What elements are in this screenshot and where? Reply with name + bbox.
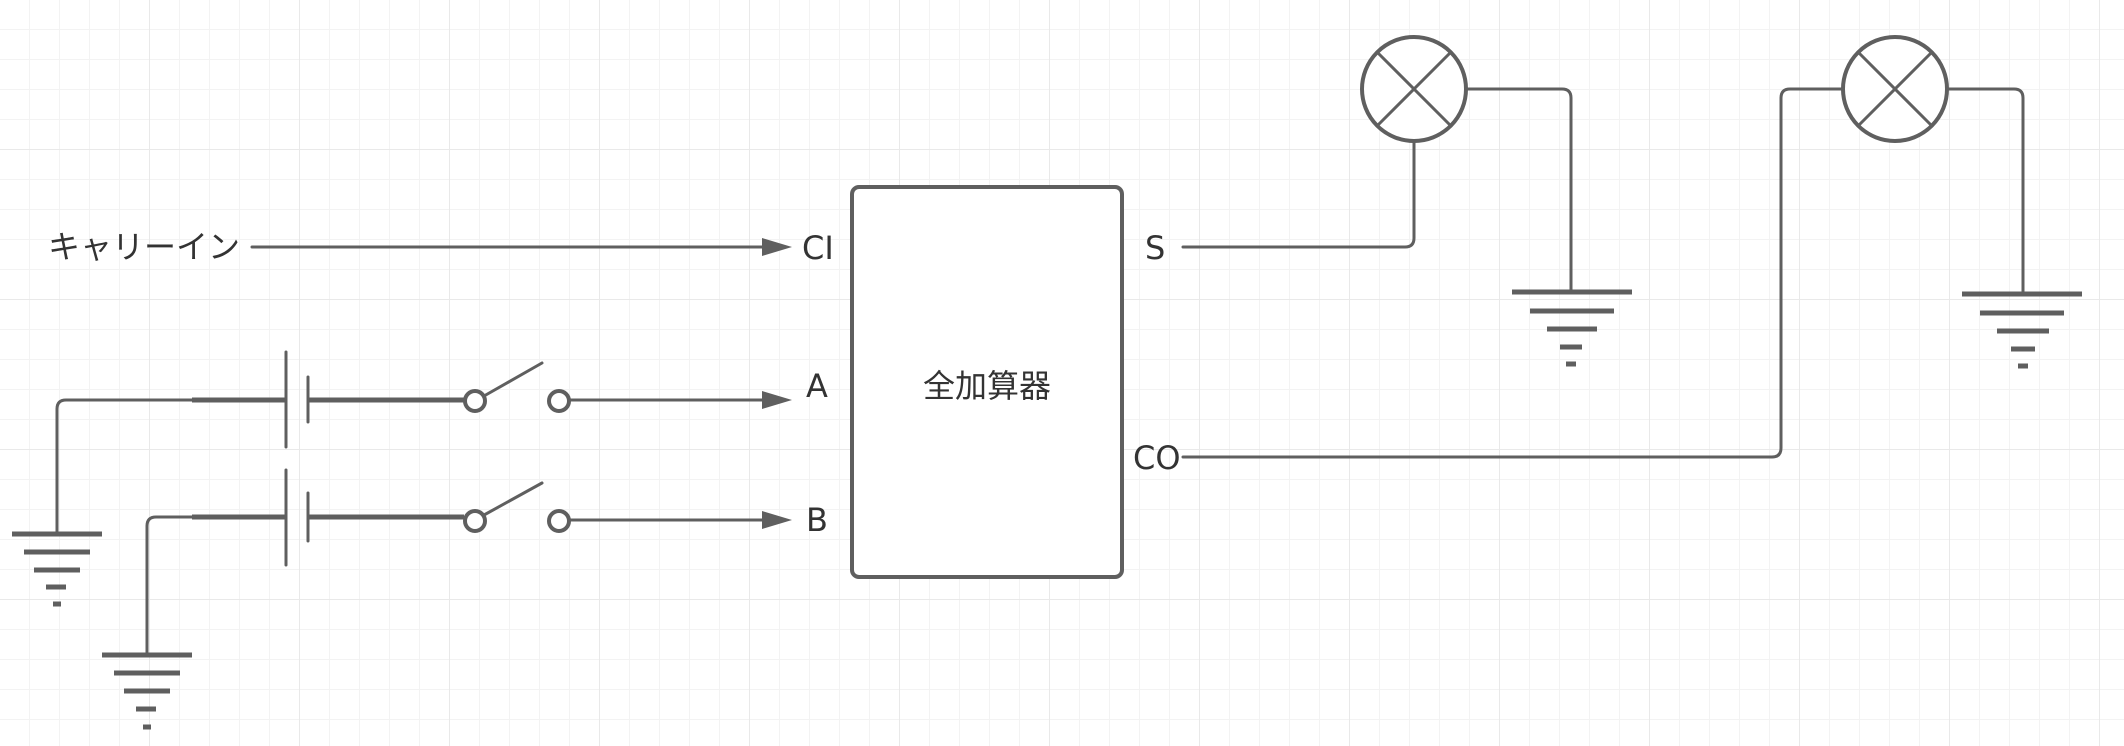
carry-output-circuit [1181,35,2082,459]
lamp-co-ground-wire [1945,87,2025,296]
lamp-s-icon[interactable] [1360,35,1468,143]
ground-a-icon [12,517,102,607]
carry-output-wire [1181,87,1845,459]
battery-a-icon [192,350,464,449]
port-b-label: B [806,501,828,539]
full-adder-label: 全加算器 [923,367,1051,405]
input-b-ground-wire [145,515,194,641]
lamp-co-icon[interactable] [1841,35,1949,143]
sum-output-circuit [1181,35,1632,367]
full-adder-block[interactable] [850,185,1124,579]
port-co-label: CO [1133,439,1181,477]
input-a-ground-wire [55,398,194,521]
battery-b-icon [192,468,464,567]
ground-s-icon [1512,289,1632,367]
ground-co-icon [1962,291,2082,369]
carry-in-label: キャリーイン [48,228,240,266]
port-s-label: S [1145,229,1165,267]
input-b-circuit [102,468,792,730]
input-a-circuit [12,350,792,607]
switch-b-icon[interactable] [463,481,571,533]
sum-output-wire [1181,140,1416,249]
ground-b-icon [102,637,192,730]
port-a-label: A [806,367,828,405]
switch-a-icon[interactable] [463,361,571,413]
carry-in-arrow [762,238,792,256]
input-b-arrow [762,511,792,529]
input-a-arrow [762,391,792,409]
carry-in-signal: キャリーイン [48,228,792,266]
full-adder[interactable]: 全加算器 [850,185,1124,579]
lamp-s-ground-wire [1464,87,1573,294]
port-ci-label: CI [802,229,834,267]
